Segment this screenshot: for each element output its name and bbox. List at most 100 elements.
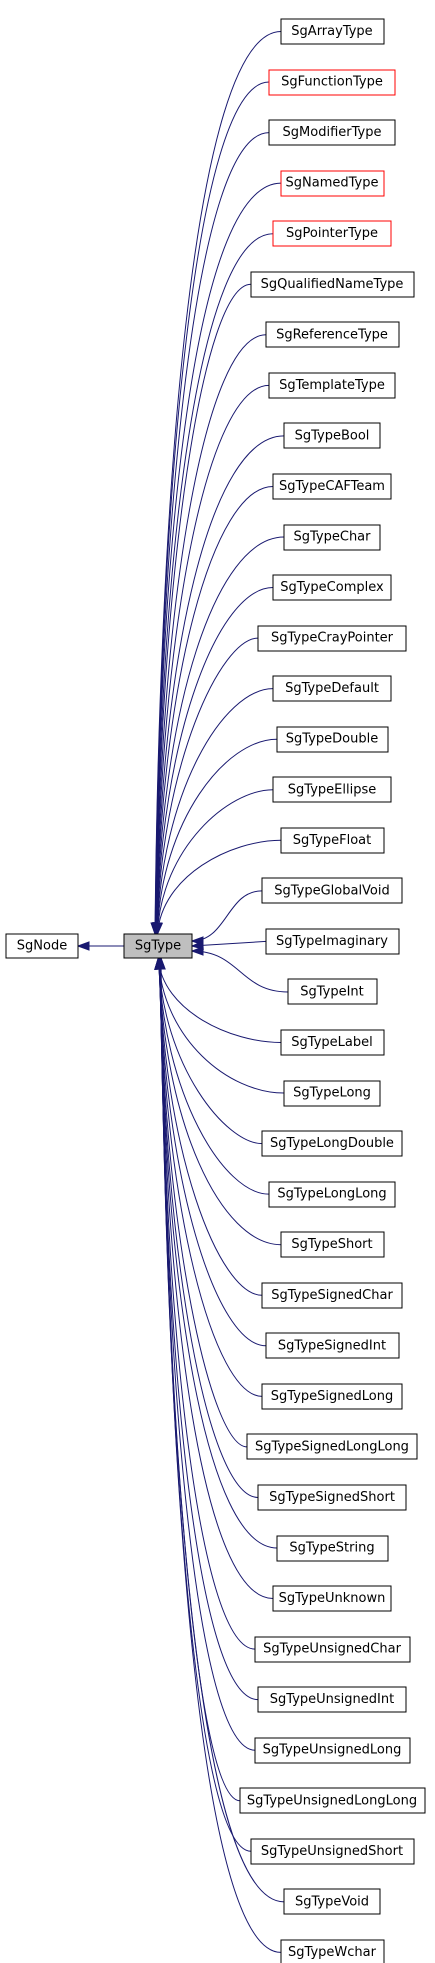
- derived-class-label: SgTypeDefault: [285, 681, 379, 696]
- derived-class-node-sg-type-imaginary[interactable]: SgTypeImaginary: [265, 928, 400, 955]
- inheritance-edges: [76, 31, 289, 1953]
- inheritance-arrowhead: [190, 940, 204, 950]
- derived-class-label: SgReferenceType: [276, 327, 388, 342]
- inheritance-edge: [154, 31, 282, 935]
- derived-class-node-sg-type-default[interactable]: SgTypeDefault: [272, 675, 392, 702]
- inheritance-edge: [157, 957, 282, 1043]
- inheritance-edge: [158, 957, 282, 1246]
- derived-class-node-sg-type-void[interactable]: SgTypeVoid: [283, 1888, 381, 1915]
- inheritance-edge: [154, 182, 282, 935]
- derived-class-node-sg-array-type[interactable]: SgArrayType: [280, 18, 385, 45]
- inheritance-edge: [154, 132, 270, 935]
- derived-class-node-sg-type-signed-int[interactable]: SgTypeSignedInt: [265, 1332, 400, 1359]
- derived-class-node-sg-type-signed-char[interactable]: SgTypeSignedChar: [261, 1282, 403, 1309]
- inheritance-edge: [156, 789, 274, 935]
- derived-class-node-sg-function-type[interactable]: SgFunctionType: [268, 69, 396, 96]
- derived-class-node-sg-type-double[interactable]: SgTypeDouble: [276, 726, 389, 753]
- inheritance-edge: [158, 957, 263, 1296]
- derived-class-label: SgTypeBool: [295, 428, 370, 443]
- derived-class-node-sg-type-unknown[interactable]: SgTypeUnknown: [272, 1585, 392, 1612]
- derived-class-node-sg-type-global-void[interactable]: SgTypeGlobalVoid: [261, 877, 403, 904]
- derived-class-label: SgTypeImaginary: [276, 934, 388, 949]
- derived-class-label: SgTypeVoid: [295, 1894, 369, 1909]
- inheritance-edge: [160, 957, 282, 1953]
- derived-class-node-sg-modifier-type[interactable]: SgModifierType: [268, 119, 396, 146]
- inheritance-edge: [155, 334, 267, 935]
- derived-class-node-sg-type-signed-long[interactable]: SgTypeSignedLong: [261, 1383, 403, 1410]
- inheritance-arrowhead: [156, 956, 166, 970]
- derived-class-node-sg-type-long[interactable]: SgTypeLong: [283, 1080, 381, 1107]
- inheritance-edge: [159, 957, 259, 1701]
- inheritance-edge: [159, 957, 274, 1600]
- derived-class-label: SgTypeUnsignedLong: [263, 1743, 402, 1758]
- derived-class-node-sg-type-short[interactable]: SgTypeShort: [280, 1231, 385, 1258]
- derived-class-node-sg-type-cray-pointer[interactable]: SgTypeCrayPointer: [257, 625, 407, 652]
- inheritance-edge: [158, 957, 270, 1195]
- inheritance-edge: [155, 485, 274, 935]
- derived-class-node-sg-type-string[interactable]: SgTypeString: [276, 1535, 389, 1562]
- derived-class-label: SgTypeCAFTeam: [279, 479, 385, 494]
- derived-class-node-sg-type-bool[interactable]: SgTypeBool: [283, 422, 381, 449]
- derived-class-node-sg-template-type[interactable]: SgTemplateType: [268, 372, 396, 399]
- derived-class-node-sg-type-signed-short[interactable]: SgTypeSignedShort: [257, 1484, 407, 1511]
- inheritance-arrowhead: [153, 922, 164, 936]
- derived-class-label: SgTypeEllipse: [288, 782, 376, 797]
- inheritance-edge: [158, 957, 267, 1347]
- derived-class-label: SgTypeSignedLong: [271, 1389, 393, 1404]
- inheritance-edge: [191, 950, 289, 993]
- derived-class-node-sg-type-complex[interactable]: SgTypeComplex: [272, 574, 392, 601]
- inheritance-edge: [156, 637, 259, 935]
- derived-class-label: SgTypeLongLong: [277, 1187, 386, 1202]
- inheritance-edge: [156, 587, 274, 935]
- derived-class-label: SgTypeInt: [300, 984, 364, 999]
- derived-class-node-sg-type-unsigned-long-long[interactable]: SgTypeUnsignedLongLong: [239, 1787, 426, 1814]
- derived-class-node-sg-type-char[interactable]: SgTypeChar: [283, 524, 381, 551]
- derived-class-node-sg-type-float[interactable]: SgTypeFloat: [280, 827, 385, 854]
- derived-class-node-sg-type-signed-long-long[interactable]: SgTypeSignedLongLong: [246, 1433, 418, 1460]
- derived-class-node-sg-pointer-type[interactable]: SgPointerType: [272, 220, 392, 247]
- derived-class-node-sg-named-type[interactable]: SgNamedType: [280, 170, 385, 197]
- derived-class-node-sg-type-long-double[interactable]: SgTypeLongDouble: [261, 1130, 403, 1157]
- derived-class-label: SgTypeLong: [293, 1086, 371, 1101]
- inheritance-edge: [191, 890, 263, 942]
- derived-class-node-sg-type-unsigned-char[interactable]: SgTypeUnsignedChar: [254, 1636, 411, 1663]
- derived-class-node-sg-type-unsigned-short[interactable]: SgTypeUnsignedShort: [250, 1838, 415, 1865]
- inheritance-edge: [159, 957, 259, 1498]
- current-class-label: SgType: [135, 939, 181, 954]
- current-class-node-sgtype[interactable]: SgType: [123, 933, 193, 959]
- inheritance-edge: [155, 435, 285, 935]
- derived-class-node-sg-reference-type[interactable]: SgReferenceType: [265, 321, 400, 348]
- inheritance-edge: [158, 957, 263, 1397]
- derived-class-node-sg-type-cafteam[interactable]: SgTypeCAFTeam: [272, 473, 392, 500]
- inheritance-edge: [159, 957, 256, 1751]
- derived-class-label: SgTypeUnsignedChar: [263, 1642, 402, 1657]
- derived-class-label: SgTypeComplex: [280, 580, 384, 595]
- inheritance-edge: [157, 957, 263, 1145]
- derived-class-label: SgFunctionType: [281, 75, 383, 90]
- derived-class-label: SgModifierType: [283, 125, 382, 140]
- inheritance-edge: [155, 233, 274, 935]
- derived-class-label: SgTypeUnknown: [279, 1591, 386, 1606]
- derived-class-label: SgTypeSignedInt: [278, 1338, 386, 1353]
- inheritance-edge: [158, 957, 248, 1448]
- derived-class-node-sg-type-long-long[interactable]: SgTypeLongLong: [268, 1181, 396, 1208]
- derived-class-nodes: SgArrayTypeSgFunctionTypeSgModifierTypeS…: [239, 18, 426, 1963]
- inheritance-edge: [156, 536, 285, 935]
- derived-class-node-sg-type-unsigned-long[interactable]: SgTypeUnsignedLong: [254, 1737, 411, 1764]
- base-class-node-sgnode[interactable]: SgNode: [5, 933, 79, 959]
- derived-class-node-sg-type-int[interactable]: SgTypeInt: [287, 978, 378, 1005]
- derived-class-label: SgTypeDouble: [286, 732, 378, 747]
- derived-class-label: SgTypeSignedShort: [269, 1490, 395, 1505]
- derived-class-node-sg-type-unsigned-int[interactable]: SgTypeUnsignedInt: [257, 1686, 407, 1713]
- derived-class-node-sg-qualified-name-type[interactable]: SgQualifiedNameType: [250, 271, 415, 298]
- derived-class-node-sg-type-label[interactable]: SgTypeLabel: [280, 1029, 385, 1056]
- derived-class-label: SgTypeUnsignedShort: [261, 1844, 403, 1859]
- derived-class-node-sg-type-wchar[interactable]: SgTypeWchar: [280, 1939, 385, 1963]
- derived-class-label: SgTypeLabel: [291, 1035, 372, 1050]
- derived-class-label: SgTypeChar: [294, 530, 372, 545]
- derived-class-node-sg-type-ellipse[interactable]: SgTypeEllipse: [272, 776, 392, 803]
- derived-class-label: SgTypeSignedLongLong: [255, 1439, 409, 1454]
- derived-class-label: SgTypeGlobalVoid: [274, 883, 390, 898]
- derived-class-label: SgTypeShort: [291, 1237, 372, 1252]
